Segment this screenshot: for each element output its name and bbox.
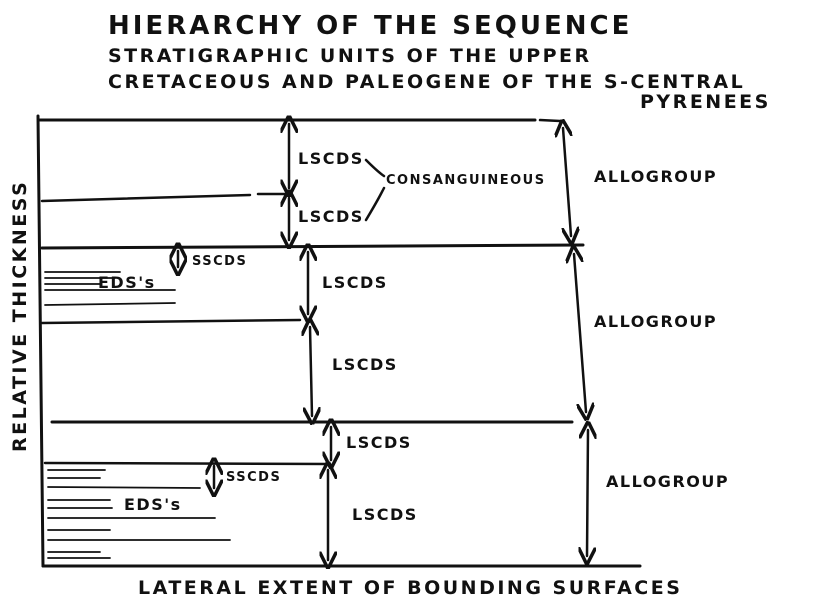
label-lscds-2: LSCDS xyxy=(298,207,364,226)
label-consanguineous: CONSANGUINEOUS xyxy=(386,173,546,188)
title-line-1: HIERARCHY OF THE SEQUENCE xyxy=(108,11,632,41)
label-lscds-3: LSCDS xyxy=(322,273,388,292)
surface-lscds-3 xyxy=(43,461,332,466)
consanguineous-bracket-upper xyxy=(364,158,386,178)
label-allogroup-2: ALLOGROUP xyxy=(594,312,717,331)
arrow-allogroup-2 xyxy=(574,254,586,412)
label-sscds-1: SSCDS xyxy=(192,254,247,269)
arrow-allogroup-1 xyxy=(563,128,571,236)
eds-line xyxy=(44,302,176,306)
label-lscds-1: LSCDS xyxy=(298,149,364,168)
surface-lscds-1 xyxy=(40,193,252,203)
label-eds-2: EDS's xyxy=(124,495,182,514)
y-axis-line xyxy=(36,114,45,568)
title-line-4: PYRENEES xyxy=(640,91,771,113)
y-axis-label: RELATIVE THICKNESS xyxy=(9,180,31,452)
consanguineous-bracket-lower xyxy=(364,186,386,222)
arrow-lscds-4 xyxy=(310,327,312,416)
label-sscds-2: SSCDS xyxy=(226,470,281,485)
eds-line xyxy=(47,486,201,489)
title-line-2: STRATIGRAPHIC UNITS OF THE UPPER xyxy=(108,45,592,67)
label-lscds-4: LSCDS xyxy=(332,355,398,374)
x-axis-label: LATERAL EXTENT OF BOUNDING SURFACES xyxy=(138,577,682,599)
title-line-3: CRETACEOUS AND PALEOGENE OF THE S-CENTRA… xyxy=(108,71,745,93)
surface-top-tick xyxy=(538,118,562,123)
surface-allogroup-1-base xyxy=(40,243,585,250)
label-lscds-6: LSCDS xyxy=(352,505,418,524)
arrow-allogroup-3 xyxy=(587,430,588,556)
label-allogroup-3: ALLOGROUP xyxy=(606,472,729,491)
label-allogroup-1: ALLOGROUP xyxy=(594,167,717,186)
label-eds-1: EDS's xyxy=(98,273,156,292)
surface-lscds-2 xyxy=(40,318,302,325)
label-lscds-5: LSCDS xyxy=(346,433,412,452)
